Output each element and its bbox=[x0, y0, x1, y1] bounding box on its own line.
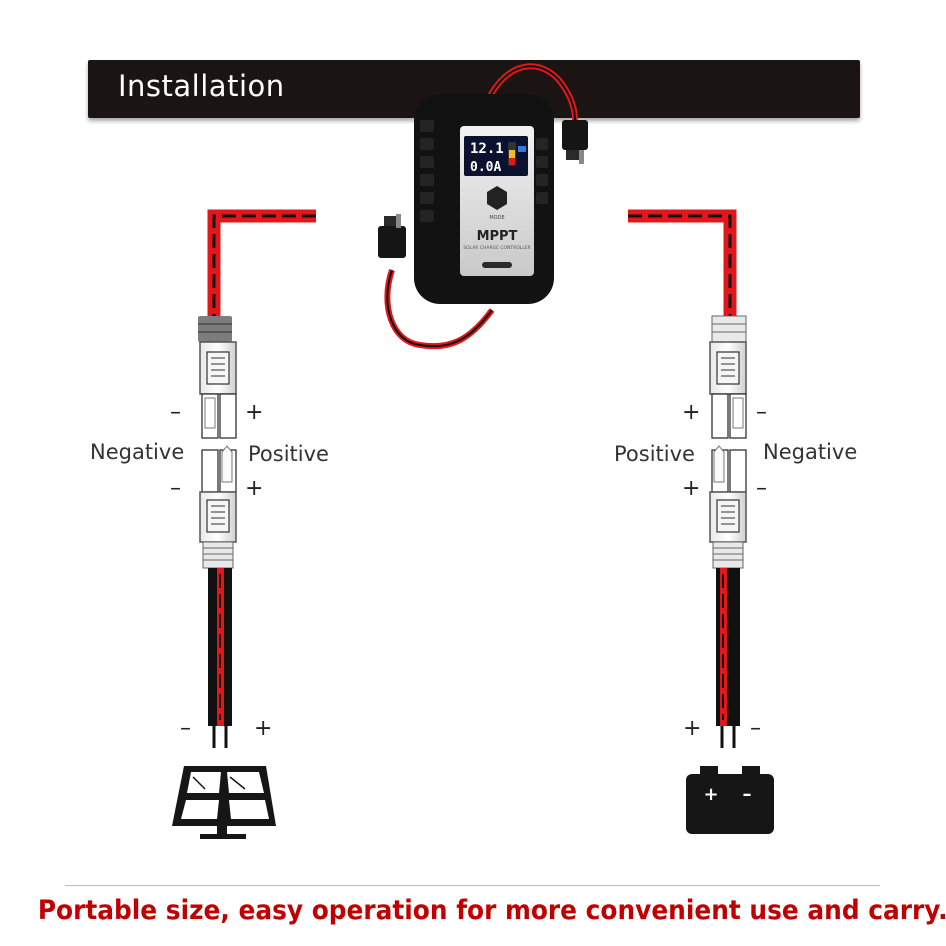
right-upper-plus: + bbox=[682, 400, 701, 425]
left-terminal-plus: + bbox=[254, 716, 273, 741]
mode-button-label: MODE bbox=[489, 215, 504, 221]
left-upper-connector bbox=[198, 316, 237, 439]
right-negative-label: Negative bbox=[763, 440, 858, 464]
left-cable bbox=[207, 209, 316, 322]
battery-plus-sign: + bbox=[703, 784, 718, 805]
footer-divider bbox=[65, 885, 880, 886]
section-title: Installation bbox=[118, 69, 285, 103]
right-upper-connector bbox=[709, 315, 747, 439]
charge-controller: 12.1 0.0A MODE MPPT SOLAR CHARGE CONTROL… bbox=[414, 94, 554, 304]
screen-voltage: 12.1 bbox=[470, 141, 504, 157]
left-lower-minus: – bbox=[170, 476, 181, 501]
right-lower-connector bbox=[709, 445, 747, 569]
right-lower-minus: – bbox=[756, 476, 767, 501]
right-positive-label: Positive bbox=[614, 442, 695, 466]
left-lower-plus: + bbox=[245, 476, 264, 501]
left-positive-label: Positive bbox=[248, 442, 329, 466]
left-negative-label: Negative bbox=[90, 440, 185, 464]
battery-icon: + – bbox=[686, 766, 774, 834]
right-lower-cable bbox=[716, 568, 740, 748]
right-cable bbox=[628, 209, 737, 322]
left-lower-connector bbox=[199, 445, 237, 569]
left-terminal-minus: – bbox=[180, 716, 191, 741]
controller-input-cable bbox=[378, 214, 495, 350]
footer-caption: Portable size, easy operation for more c… bbox=[37, 895, 946, 926]
left-upper-minus: – bbox=[170, 400, 181, 425]
screen-current: 0.0A bbox=[470, 160, 501, 175]
battery-minus-sign: – bbox=[743, 784, 752, 805]
right-upper-minus: – bbox=[756, 400, 767, 425]
controller-brand: MPPT bbox=[477, 229, 518, 244]
controller-output-cable bbox=[485, 63, 588, 164]
right-terminal-plus: + bbox=[683, 716, 702, 741]
right-terminal-minus: – bbox=[750, 716, 761, 741]
controller-subtitle: SOLAR CHARGE CONTROLLER bbox=[463, 245, 531, 251]
left-lower-cable bbox=[208, 568, 232, 748]
solar-panel-icon bbox=[172, 766, 276, 839]
right-lower-plus: + bbox=[682, 476, 701, 501]
left-upper-plus: + bbox=[245, 400, 264, 425]
